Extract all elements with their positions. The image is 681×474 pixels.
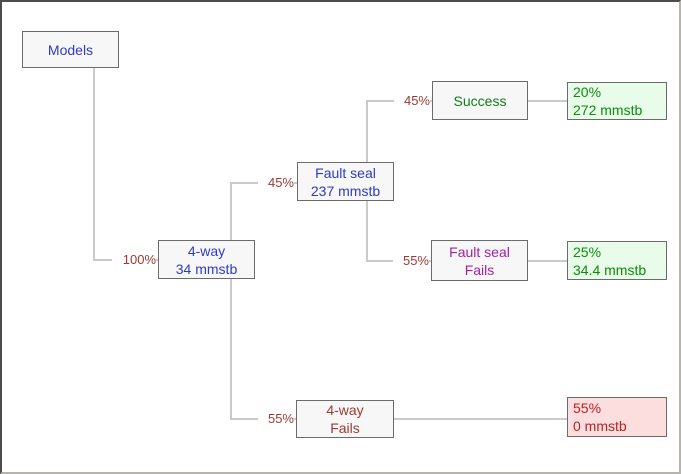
outcome-volume: 272 mmstb bbox=[573, 102, 643, 118]
probability-label-100: 100% bbox=[112, 252, 156, 268]
probability-label-55-fourwayfails: 55% bbox=[258, 411, 294, 427]
node-sublabel: Fails bbox=[330, 420, 360, 436]
tree-node-success[interactable]: Success bbox=[432, 81, 528, 120]
node-label: 4-way bbox=[187, 242, 226, 259]
outcome-probability: 20% bbox=[573, 84, 602, 100]
connector-line bbox=[528, 260, 567, 262]
outcome-probability: 55% bbox=[573, 400, 602, 416]
node-label: 4-way bbox=[326, 402, 364, 418]
node-sublabel: 237 mmstb bbox=[310, 182, 381, 199]
tree-node-fault-seal-fails[interactable]: Fault seal Fails bbox=[431, 240, 528, 281]
tree-node-four-way[interactable]: 4-way 34 mmstb bbox=[158, 240, 255, 279]
node-label: Fault seal bbox=[449, 243, 510, 260]
node-label: Fault seal bbox=[315, 164, 376, 181]
node-sublabel: 34 mmstb bbox=[175, 260, 238, 277]
node-label: Models bbox=[47, 41, 94, 58]
connector-line bbox=[93, 68, 95, 261]
connector-line bbox=[230, 279, 232, 420]
outcome-volume: 34.4 mmstb bbox=[573, 261, 647, 278]
connector-line bbox=[366, 100, 368, 162]
outcome-volume: 0 mmstb bbox=[573, 418, 627, 434]
probability-label-55-faultsealfails: 55% bbox=[393, 253, 429, 269]
probability-label-45-faultseal: 45% bbox=[258, 175, 294, 191]
outcome-probability: 25% bbox=[573, 243, 602, 260]
outcome-box-four-way-fails[interactable]: 55% 0 mmstb bbox=[567, 397, 667, 437]
tree-node-four-way-fails[interactable]: 4-way Fails bbox=[296, 400, 394, 438]
node-label: Success bbox=[453, 92, 507, 109]
tree-node-models[interactable]: Models bbox=[22, 31, 119, 68]
connector-line bbox=[366, 201, 368, 261]
probability-label-45-success: 45% bbox=[394, 93, 430, 109]
node-sublabel: Fails bbox=[464, 261, 495, 278]
tree-node-fault-seal[interactable]: Fault seal 237 mmstb bbox=[297, 162, 394, 201]
connector-line bbox=[528, 100, 567, 102]
connector-line bbox=[230, 182, 232, 240]
outcome-box-fault-seal-fails[interactable]: 25% 34.4 mmstb bbox=[567, 241, 667, 280]
connector-line bbox=[394, 418, 567, 420]
outcome-box-success[interactable]: 20% 272 mmstb bbox=[567, 82, 667, 120]
